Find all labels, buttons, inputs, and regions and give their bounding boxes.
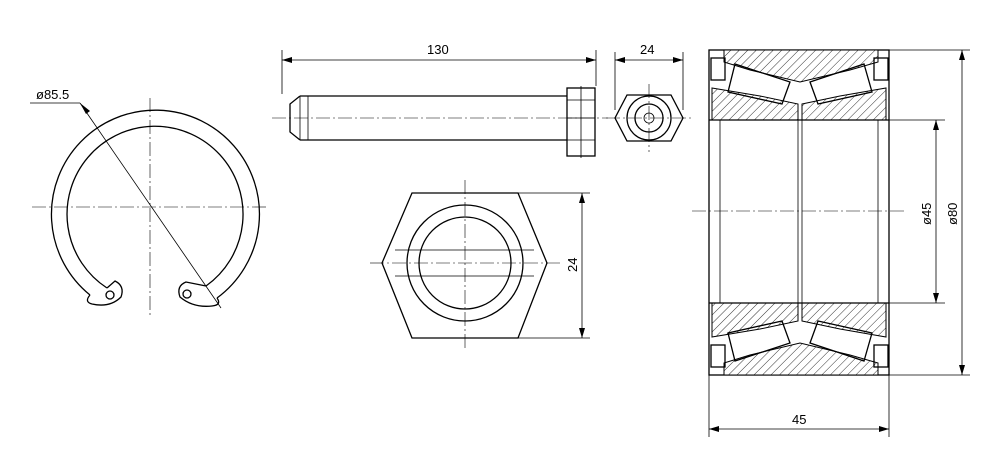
bearing-inner-ring-top-left (711, 87, 799, 121)
bearing-id-arrow-bottom (933, 293, 939, 303)
circlip-diameter-label: ø85.5 (36, 87, 69, 102)
bearing-roller-top-left (727, 63, 791, 105)
bearing-id-arrow-top (933, 120, 939, 130)
bearing-inner-ring-bottom-left (711, 302, 799, 338)
bearing-width-label: 45 (792, 412, 806, 427)
bearing-seal-top-left (710, 57, 726, 81)
circlip-inner-arc (66, 125, 244, 289)
bolt-head-width-label: 24 (640, 42, 654, 57)
nut-across-flats-label: 24 (565, 258, 580, 272)
bearing-od-arrow-bottom (959, 365, 965, 375)
bearing-seal-bottom-left (710, 344, 726, 368)
bearing-width-arrow-right (879, 426, 889, 432)
bolt-dim-arrow-right (586, 57, 596, 63)
nut-arrow-top (579, 193, 585, 203)
circlip-outer-arc (50, 109, 261, 299)
bearing-outer-ring-bottom (723, 342, 879, 376)
circlip-diameter-leader (79, 102, 222, 309)
circlip-right-hole (182, 289, 192, 299)
bearing-section-view: ø45 ø80 45 (692, 49, 970, 437)
bearing-seal-top-right (873, 57, 889, 81)
circlip-left-hole (105, 290, 115, 300)
nut-view: 24 (370, 180, 590, 350)
circlip-view: ø85.5 (30, 87, 268, 318)
nut-arrow-bottom (579, 328, 585, 338)
circlip-left-lug (86, 280, 123, 306)
bolt-length-label: 130 (427, 42, 449, 57)
circlip-leader-arrow (80, 103, 90, 114)
bolt-head-end-view: 24 (606, 42, 692, 152)
circlip-right-lug (178, 281, 220, 307)
bearing-roller-top-right (809, 63, 873, 105)
bolt-end-arrow-left (615, 57, 625, 63)
bolt-dim-arrow-left (282, 57, 292, 63)
bearing-roller-bottom-left (727, 320, 791, 362)
bolt-end-arrow-right (673, 57, 683, 63)
bearing-width-arrow-left (709, 426, 719, 432)
bolt-view: 130 (272, 42, 608, 158)
bearing-od-arrow-top (959, 50, 965, 60)
bearing-seal-bottom-right (873, 344, 889, 368)
bearing-outer-diameter-label: ø80 (945, 203, 960, 225)
bearing-inner-diameter-label: ø45 (919, 203, 934, 225)
bearing-roller-bottom-right (809, 320, 873, 362)
bearing-outer-ring-top (723, 49, 879, 83)
